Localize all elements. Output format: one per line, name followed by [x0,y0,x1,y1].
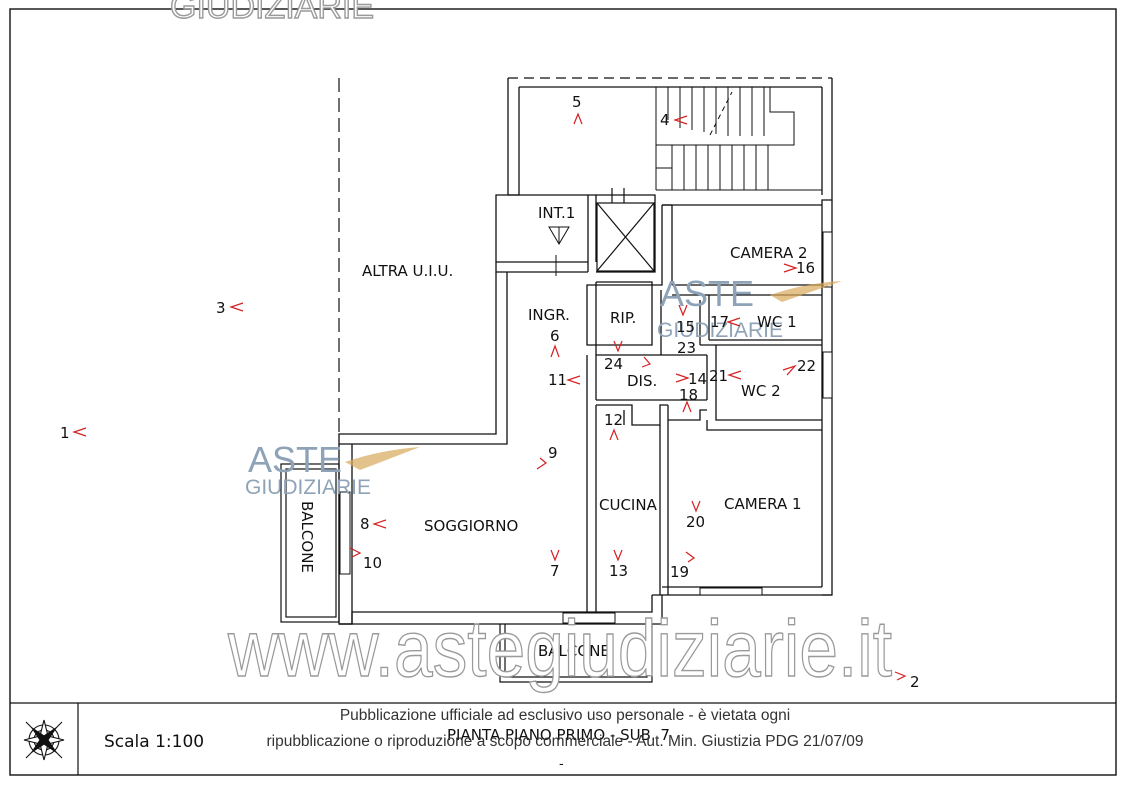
svg-text:GIUDIZIARIE: GIUDIZIARIE [245,476,371,499]
photo-point-15: 15 [676,318,695,336]
photo-point-9: 9 [548,444,558,462]
aste-logo-left: ASTE GIUDIZIARIE [245,439,420,499]
view-arrow-2 [894,671,907,681]
footer-dash: - [559,757,564,772]
publication-notice-line1: Pubblicazione ufficiale ad esclusivo uso… [339,707,791,724]
photo-point-10: 10 [363,554,382,572]
windows [339,231,833,624]
balconies [280,463,653,683]
room-soggiorno: SOGGIORNO [424,517,518,535]
scale-label: Scala 1:100 [104,732,204,752]
view-arrow-22 [782,364,797,376]
aste-logo-right: ASTE GIUDIZIARIE [657,273,842,342]
photo-point-17: 17 [710,313,729,331]
walls [338,78,833,625]
photo-point-5: 5 [572,93,582,111]
photo-point-16: 16 [796,259,815,277]
svg-text:ASTE: ASTE [660,273,754,314]
view-arrow-12 [609,428,619,441]
view-arrow-16 [783,263,798,273]
view-arrow-1 [72,427,87,437]
photo-point-13: 13 [609,562,628,580]
room-camera2: CAMERA 2 [730,244,808,262]
photo-point-11: 11 [548,371,567,389]
room-altra-uiu: ALTRA U.I.U. [362,262,453,280]
room-cucina: CUCINA [599,496,658,514]
photo-point-20: 20 [686,513,705,531]
plan-title: PIANTA PIANO PRIMO - SUB. 7 [447,726,670,744]
photo-point-6: 6 [550,327,560,345]
photo-point-3: 3 [216,299,226,317]
publication-notice-line2: ripubblicazione o riproduzione a scopo c… [266,733,864,750]
view-arrow-20 [691,500,701,513]
photo-point-7: 7 [550,562,560,580]
photo-point-4: 4 [660,111,670,129]
photo-point-19: 19 [670,563,689,581]
view-arrow-18 [682,400,692,413]
photo-point-1: 1 [60,424,70,442]
photo-point-23: 23 [677,339,696,357]
room-ripostiglio: RIP. [610,309,636,327]
room-wc2: WC 2 [741,382,781,400]
svg-text:GIUDIZIARIE: GIUDIZIARIE [657,319,783,342]
view-arrow-5 [573,112,583,125]
view-arrow-10 [349,547,362,558]
photo-point-8: 8 [360,515,370,533]
view-arrow-3 [229,302,244,312]
view-arrows [72,112,907,681]
entrance-marker [548,226,570,276]
room-disimpegno: DIS. [627,372,657,390]
view-arrow-7 [550,549,560,562]
view-arrow-9 [536,457,548,470]
view-arrow-15 [678,304,688,317]
view-arrow-11 [566,375,581,385]
room-camera1: CAMERA 1 [724,495,802,513]
view-arrow-13 [613,549,623,562]
photo-point-22: 22 [797,357,816,375]
view-arrow-19 [685,551,696,563]
photo-point-18: 18 [679,386,698,404]
photo-point-12: 12 [604,411,623,429]
watermark-website: www.astegiudiziarie.it [227,604,892,693]
photo-point-24: 24 [604,355,623,373]
photo-point-14: 14 [688,370,707,388]
drawing-frame [9,8,1117,776]
view-arrow-8 [372,519,387,529]
view-arrow-24 [613,340,623,353]
watermark-top: GIUDIZIARIE [170,0,374,26]
svg-text:ASTE: ASTE [248,439,342,480]
room-int1: INT.1 [538,204,575,222]
compass-rose-icon [23,719,65,761]
view-arrow-4 [673,115,688,125]
room-balcone-bottom: BALCONE [538,642,610,660]
photo-point-2: 2 [910,673,920,691]
elevator-shaft [596,188,655,272]
view-arrow-23 [641,356,652,368]
view-arrow-14 [675,373,690,383]
view-arrow-6 [550,344,560,358]
room-ingresso: INGR. [528,306,570,324]
view-arrow-21 [727,370,742,380]
staircase [655,87,822,191]
photo-point-21: 21 [709,367,728,385]
view-arrow-17 [726,317,741,327]
room-balcone-left: BALCONE [298,501,316,573]
room-wc1: WC 1 [757,313,797,331]
